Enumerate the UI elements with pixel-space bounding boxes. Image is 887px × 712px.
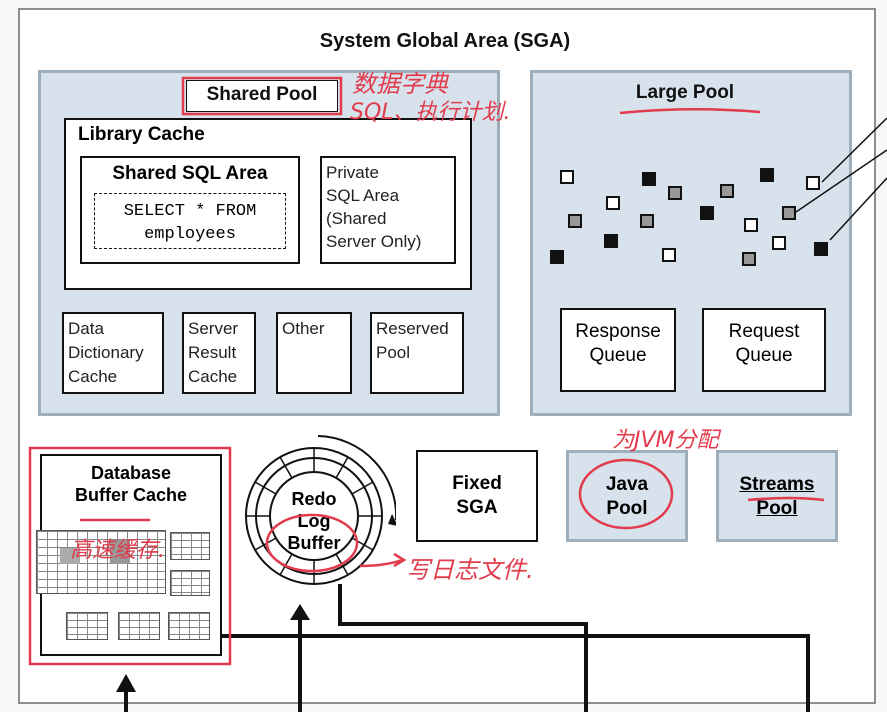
sql-line-2: employees <box>144 225 236 244</box>
response-queue: Response Queue <box>560 308 676 392</box>
buffer-grid-small <box>118 612 160 640</box>
shared-pool-label: Shared Pool <box>186 80 338 112</box>
annotation-buffer: 高速缓存. <box>70 538 165 563</box>
square-white <box>772 236 786 250</box>
annotation-data-dictionary: 数据字典 <box>352 70 448 98</box>
square-gray <box>568 214 582 228</box>
square-black <box>604 234 618 248</box>
square-black <box>700 206 714 220</box>
streams-pool: Streams Pool <box>716 450 838 542</box>
other-box: Other <box>276 312 352 394</box>
fixed-sga: Fixed SGA <box>416 450 538 542</box>
shared-sql-area <box>80 156 300 264</box>
library-cache-label: Library Cache <box>78 124 205 145</box>
square-gray <box>640 214 654 228</box>
square-black <box>642 172 656 186</box>
reserved-pool: Reserved Pool <box>370 312 464 394</box>
server-result-cache: Server Result Cache <box>182 312 256 394</box>
annotation-redo: 写日志文件. <box>406 556 534 584</box>
sga-title: System Global Area (SGA) <box>319 30 571 52</box>
square-black <box>814 242 828 256</box>
square-black <box>760 168 774 182</box>
square-white <box>560 170 574 184</box>
square-white <box>744 218 758 232</box>
square-gray <box>720 184 734 198</box>
annotation-sql-plan: SQL、执行计划. <box>350 100 511 125</box>
square-black <box>550 250 564 264</box>
large-pool-label: Large Pool <box>635 82 735 103</box>
sql-statement-box <box>94 193 286 249</box>
buffer-grid-small <box>168 612 210 640</box>
square-gray <box>742 252 756 266</box>
java-pool: Java Pool <box>566 450 688 542</box>
square-gray <box>782 206 796 220</box>
buffer-grid-small <box>170 570 210 596</box>
buffer-grid-small <box>170 532 210 560</box>
request-queue: Request Queue <box>702 308 826 392</box>
private-sql-area: Private SQL Area (Shared Server Only) <box>320 156 456 264</box>
sql-line-1: SELECT * FROM <box>123 202 257 221</box>
buffer-cache-label: Database Buffer Cache <box>74 463 188 505</box>
shared-sql-area-label: Shared SQL Area <box>112 163 268 184</box>
annotation-jvm: 为JVM分配 <box>612 428 719 453</box>
square-white <box>606 196 620 210</box>
square-white <box>806 176 820 190</box>
square-gray <box>668 186 682 200</box>
buffer-grid-small <box>66 612 108 640</box>
square-white <box>662 248 676 262</box>
data-dictionary-cache: Data Dictionary Cache <box>62 312 164 394</box>
redo-log-buffer-label: Redo Log Buffer <box>287 489 341 553</box>
